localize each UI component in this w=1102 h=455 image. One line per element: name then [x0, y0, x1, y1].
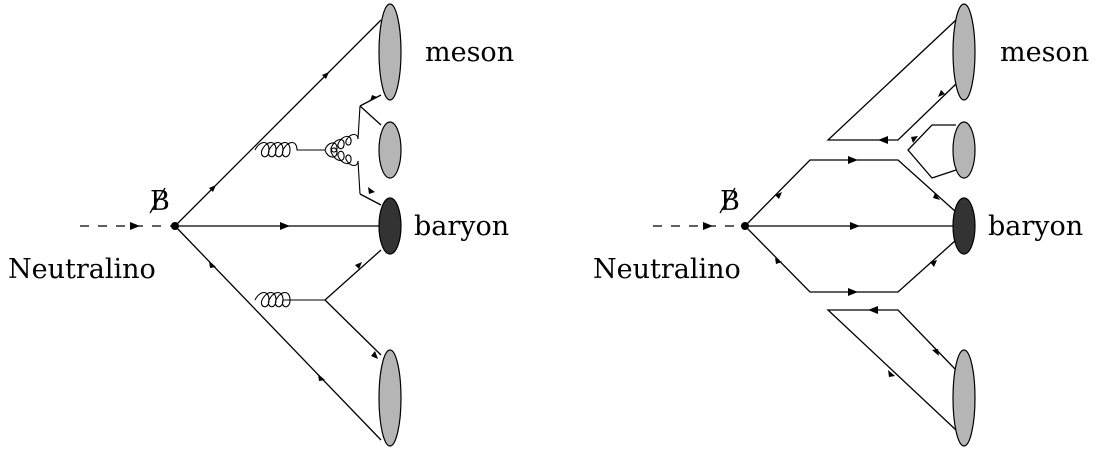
right-small-meson-loop — [907, 124, 957, 179]
right-top-loop-arrow-2 — [938, 90, 945, 97]
right-vertex-slash — [719, 187, 736, 214]
left-lower-gluon-to-meson — [324, 299, 382, 356]
left-neutralino-arrow — [130, 222, 140, 230]
right-vertex-label: B — [720, 186, 740, 217]
right-lower-arrow-2 — [848, 288, 858, 296]
right-lower-arrow-3 — [930, 260, 937, 267]
right-bottom-meson-loop — [826, 309, 957, 431]
right-top-loop-arrow-1 — [878, 136, 888, 144]
right-top-meson-loop — [826, 19, 957, 141]
right-incoming-label: Neutralino — [593, 254, 741, 285]
right-upper-arrow-1 — [775, 192, 782, 199]
left-baryon-blob — [378, 197, 402, 255]
right-meson-label: meson — [1000, 37, 1089, 68]
left-lower-arrow-2 — [318, 374, 325, 381]
left-meson-blob-top — [378, 3, 402, 101]
right-bottom-loop-arrow-1 — [868, 306, 878, 314]
right-meson-blob-top — [952, 3, 976, 101]
right-neutralino-arrow — [703, 222, 713, 230]
left-gluon-branch-down — [324, 147, 361, 195]
right-meson-blob-bottom — [952, 349, 976, 447]
left-meson-blob-bottom — [378, 349, 402, 447]
left-upper-quark-line — [174, 19, 382, 227]
left-upper-arrow-1 — [209, 185, 216, 192]
left-baryon-label: baryon — [414, 211, 509, 242]
right-bottom-loop-arrow-2 — [932, 349, 939, 356]
left-lower-arrow-1 — [209, 261, 216, 268]
left-q3 — [359, 193, 382, 206]
left-lower-gluon-to-baryon — [324, 249, 382, 301]
right-diagram: B Neutralino meson baryon — [593, 3, 1089, 447]
left-q3-arrow — [368, 187, 375, 194]
left-incoming-label: Neutralino — [8, 254, 156, 285]
left-vertex-label: B — [150, 186, 170, 217]
left-vertex-slash — [149, 187, 166, 214]
left-lower-quark-line — [174, 225, 382, 441]
right-middle-arrow — [850, 222, 860, 230]
left-meson-blob-small — [378, 121, 402, 179]
left-lower-meson-arrow — [371, 351, 378, 359]
left-gluon-branch-up — [324, 105, 361, 153]
left-q2 — [359, 105, 382, 126]
right-upper-arrow-3 — [933, 193, 940, 200]
left-lower-baryon-arrow — [355, 262, 362, 269]
left-meson-label: meson — [425, 37, 514, 68]
right-upper-arrow-2 — [848, 156, 858, 164]
left-upper-gluon — [254, 141, 325, 158]
left-upper-arrow-2 — [322, 72, 329, 79]
right-baryon-blob — [952, 197, 976, 255]
right-lower-arrow-1 — [775, 258, 782, 264]
right-small-loop-arrow — [911, 136, 918, 143]
right-bottom-loop-arrow-3 — [888, 370, 895, 377]
left-middle-arrow — [280, 222, 290, 230]
right-baryon-label: baryon — [988, 211, 1083, 242]
left-lower-gluon — [254, 291, 325, 308]
left-diagram: B Neutralino meson baryon — [8, 3, 514, 447]
right-meson-blob-small — [952, 121, 976, 179]
left-q1-arrow — [370, 95, 377, 101]
